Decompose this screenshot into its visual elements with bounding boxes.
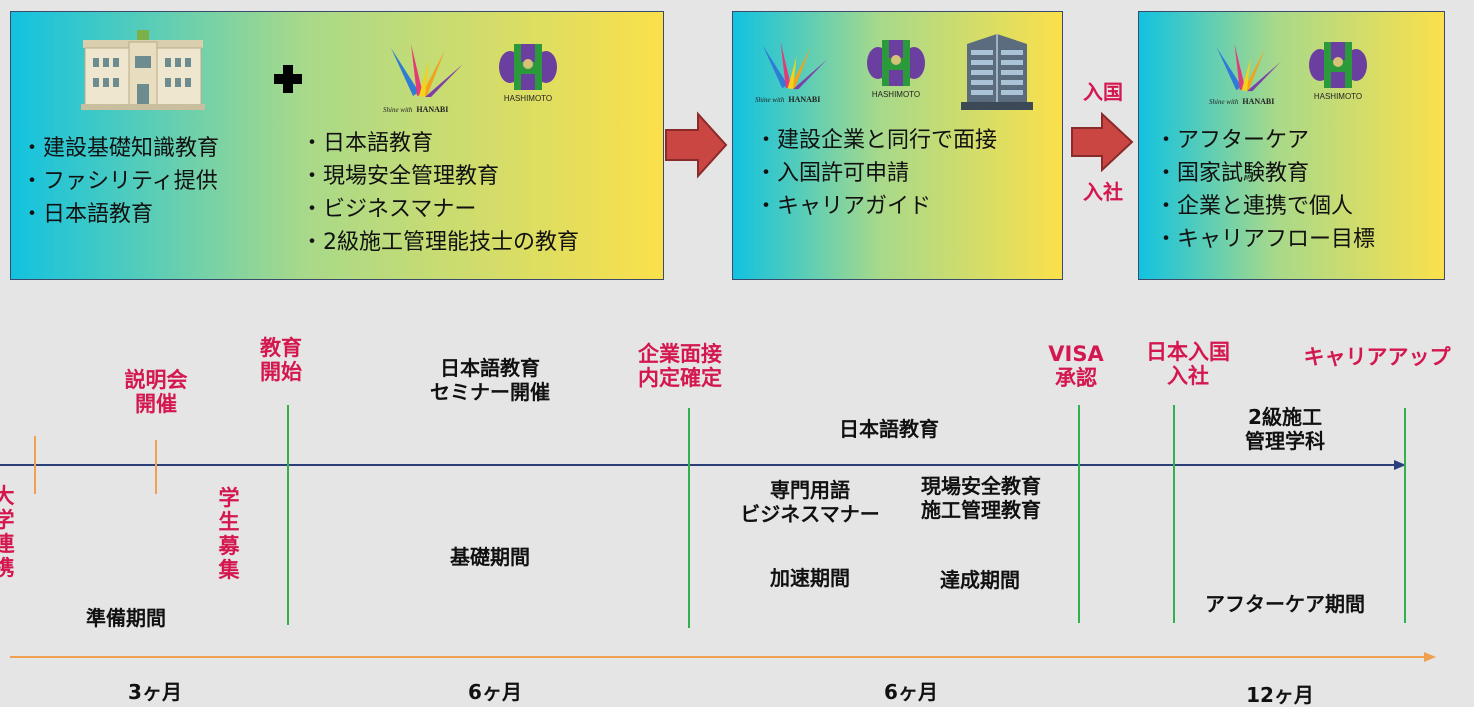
milestone-interview: 企業面接 内定確定 xyxy=(638,342,722,390)
milestone-visa: VISA 承認 xyxy=(1048,342,1104,390)
list-item: 日本語教育 xyxy=(301,127,579,160)
hanabi-tagline: Shine with xyxy=(1209,98,1239,106)
tick-briefing xyxy=(155,440,157,494)
right-arrow-icon xyxy=(1071,112,1134,172)
hanabi-tagline: Shine with xyxy=(383,106,413,114)
duration-basic: 6ヶ月 xyxy=(468,680,522,704)
milestone-career: キャリアアップ xyxy=(1303,345,1451,369)
list-item: ファシリティ提供 xyxy=(21,165,219,198)
phase-accel: 加速期間 xyxy=(770,566,850,590)
duration-prep: 3ヶ月 xyxy=(128,680,182,704)
hashimoto-caption: HASHIMOTO xyxy=(503,94,553,103)
hashimoto-logo: HASHIMOTO xyxy=(491,42,565,103)
phase-prep: 準備期間 xyxy=(86,606,166,630)
hashimoto-logo: HASHIMOTO xyxy=(1301,40,1375,101)
hanabi-tagline: Shine with xyxy=(755,96,785,104)
hanabi-name: HANABI xyxy=(1242,97,1275,106)
list-item: 国家試験教育 xyxy=(1155,157,1375,190)
milestone-briefing: 説明会 開催 xyxy=(124,368,188,416)
arrow-label-entry: 入国 xyxy=(1083,80,1123,104)
hashimoto-logo: HASHIMOTO xyxy=(859,38,933,99)
list-item: 現場安全管理教育 xyxy=(301,160,579,193)
plus-icon xyxy=(274,65,302,93)
milestone-recruit: 学 生 募 集 xyxy=(218,486,240,582)
list-item: 企業と連携で個人 xyxy=(1155,190,1375,223)
arrow-label-join: 入社 xyxy=(1083,180,1123,204)
box1-left-list: 建設基礎知識教育 ファシリティ提供 日本語教育 xyxy=(21,132,219,231)
phase-basic: 基礎期間 xyxy=(450,545,530,569)
list-item: キャリアガイド xyxy=(755,190,997,223)
duration-aftercare: 12ヶ月 xyxy=(1246,683,1314,707)
marker-career xyxy=(1404,408,1406,623)
list-item: 建設企業と同行で面接 xyxy=(755,124,997,157)
duration-accel: 6ヶ月 xyxy=(884,680,938,704)
milestone-edu-start: 教育 開始 xyxy=(260,336,302,384)
list-item: 入国許可申請 xyxy=(755,157,997,190)
milestone-entry: 日本入国 入社 xyxy=(1146,340,1230,388)
milestone-univ: 大 学 連 携 xyxy=(0,484,15,580)
phase-terms: 専門用語 ビジネスマナー xyxy=(740,478,880,526)
phase-achieve: 達成期間 xyxy=(940,568,1020,592)
marker-interview xyxy=(688,408,690,628)
phase-aftercare: アフターケア期間 xyxy=(1205,592,1365,616)
box1-right-list: 日本語教育 現場安全管理教育 ビジネスマナー 2級施工管理能技士の教育 xyxy=(301,127,579,259)
phase-safety: 現場安全教育 施工管理教育 xyxy=(921,474,1041,522)
main-timeline-arrow xyxy=(0,460,1406,470)
tick-univ xyxy=(34,436,36,494)
hanabi-name: HANABI xyxy=(788,95,821,104)
hanabi-name: HANABI xyxy=(416,105,449,114)
list-item: 建設基礎知識教育 xyxy=(21,132,219,165)
list-item: 2級施工管理能技士の教育 xyxy=(301,226,579,259)
milestone-seminar: 日本語教育 セミナー開催 xyxy=(430,356,550,404)
marker-edu-start xyxy=(287,405,289,625)
marker-visa xyxy=(1078,405,1080,623)
phase-jp-edu: 日本語教育 xyxy=(839,417,939,441)
hashimoto-caption: HASHIMOTO xyxy=(1313,92,1363,101)
list-item: キャリアフロー目標 xyxy=(1155,223,1375,256)
list-item: 日本語教育 xyxy=(21,198,219,231)
hashimoto-caption: HASHIMOTO xyxy=(871,90,921,99)
phase-grade2: 2級施工 管理学科 xyxy=(1245,405,1325,453)
list-item: アフターケア xyxy=(1155,124,1375,157)
office-building-icon xyxy=(961,34,1033,110)
box3-list: アフターケア 国家試験教育 企業と連携で個人 キャリアフロー目標 xyxy=(1155,124,1375,256)
box2-list: 建設企業と同行で面接 入国許可申請 キャリアガイド xyxy=(755,124,997,223)
marker-entry xyxy=(1173,405,1175,623)
school-building-icon xyxy=(81,30,205,110)
list-item: ビジネスマナー xyxy=(301,193,579,226)
right-arrow-icon xyxy=(665,111,728,179)
period-timeline-arrow xyxy=(10,652,1436,662)
